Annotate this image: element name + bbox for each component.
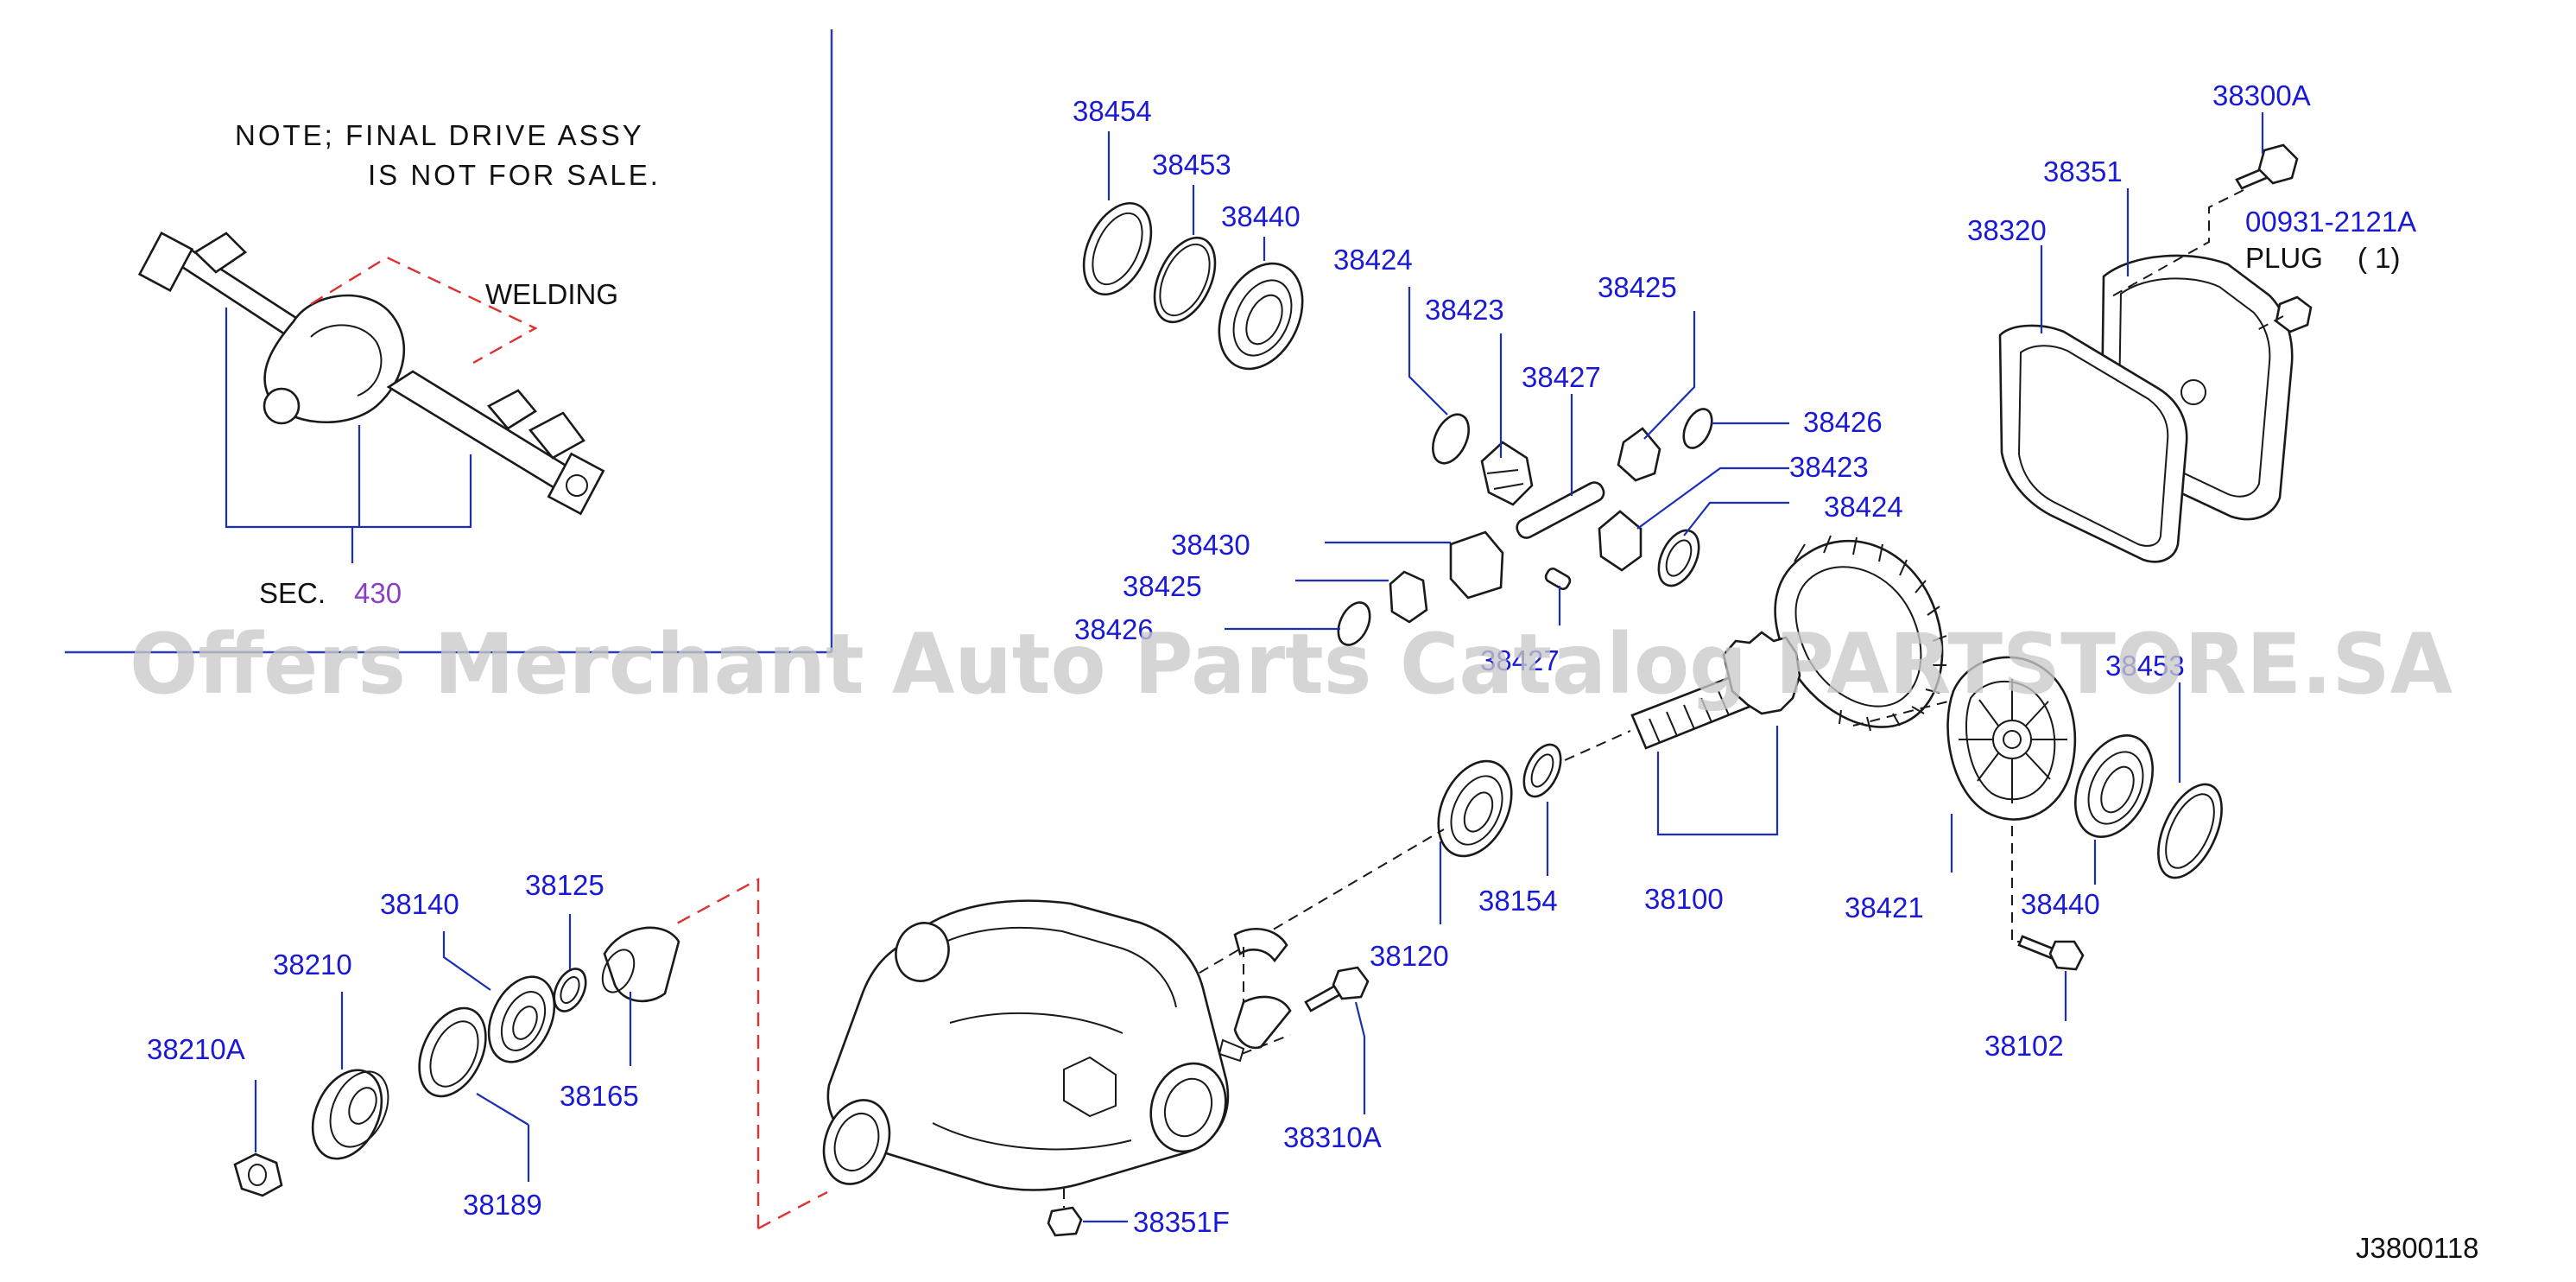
part-label-38189[interactable]: 38189 — [463, 1189, 542, 1221]
drive-pinion-illustration — [1630, 631, 1801, 750]
seal-38189-illustration — [418, 1006, 487, 1098]
seal-38454-illustration — [1082, 201, 1153, 296]
shim-38453-b-illustration — [2157, 783, 2223, 879]
plug-00931-illustration — [2275, 295, 2313, 333]
part-label-38424-b[interactable]: 38424 — [1824, 491, 1903, 523]
part-label-38440[interactable]: 38440 — [1221, 200, 1301, 232]
shim-38453-illustration — [1153, 236, 1217, 324]
cap-dashes — [1241, 947, 1291, 1055]
leader-38423-b — [1636, 466, 1789, 530]
companion-flange-red-dash — [674, 877, 828, 1230]
bearing-38140-illustration — [487, 975, 556, 1063]
part-label-38453[interactable]: 38453 — [1152, 149, 1231, 181]
bearing-38440-b-illustration — [2073, 734, 2155, 838]
part-label-38100[interactable]: 38100 — [1644, 883, 1724, 915]
part-label-38427-b[interactable]: 38427 — [1480, 644, 1560, 676]
bolt-38102-illustration — [2017, 935, 2085, 971]
part-label-38426-b[interactable]: 38426 — [1074, 613, 1154, 645]
part-label-38125[interactable]: 38125 — [525, 869, 604, 901]
part-label-38120[interactable]: 38120 — [1370, 940, 1449, 972]
part-label-38102[interactable]: 38102 — [1984, 1030, 2064, 1062]
diagram-code: J3800118 — [2356, 1232, 2479, 1264]
spacer-38165-illustration — [601, 926, 680, 1003]
part-label-00931-2121A[interactable]: 00931-2121A — [2245, 206, 2416, 238]
part-label-38210[interactable]: 38210 — [273, 949, 352, 981]
part-label-38454[interactable]: 38454 — [1073, 95, 1152, 127]
part-label-38425-b[interactable]: 38425 — [1123, 570, 1202, 602]
bearing-cap-illustration — [1218, 928, 1292, 1063]
part-label-38140[interactable]: 38140 — [380, 888, 459, 920]
cover-dashes-2 — [2253, 315, 2284, 333]
part-label-38430[interactable]: 38430 — [1171, 529, 1250, 561]
leader-38140 — [442, 931, 491, 991]
gasket-38320-illustration — [1998, 324, 2188, 563]
bolt-38310A-illustration — [1304, 966, 1370, 1012]
leader-38424-b — [1683, 501, 1789, 536]
part-label-38154[interactable]: 38154 — [1478, 885, 1558, 917]
part-label-38351F[interactable]: 38351F — [1133, 1206, 1230, 1238]
nut-38210A-illustration — [233, 1152, 283, 1197]
plug-label: PLUG — [2245, 242, 2323, 274]
part-label-38425[interactable]: 38425 — [1598, 271, 1677, 303]
note-line-2: IS NOT FOR SALE. — [368, 159, 661, 191]
section-link-430[interactable]: 430 — [354, 577, 402, 609]
part-label-38440-b[interactable]: 38440 — [2021, 888, 2100, 920]
section-leader — [225, 308, 472, 563]
part-label-38423[interactable]: 38423 — [1425, 294, 1504, 326]
part-label-38423-b[interactable]: 38423 — [1789, 451, 1869, 483]
leader-38425-a — [1643, 311, 1696, 440]
washer-38125-illustration — [553, 968, 587, 1012]
washer-38154-illustration — [1522, 743, 1562, 798]
plug-38351F-illustration — [1047, 1206, 1083, 1237]
differential-gear-set-illustration — [1337, 408, 1713, 646]
cover-dashes — [2110, 189, 2244, 298]
part-label-38424[interactable]: 38424 — [1333, 244, 1413, 276]
leader-38189 — [476, 1093, 530, 1182]
part-label-38300A[interactable]: 38300A — [2212, 79, 2311, 111]
leader-38100 — [1656, 726, 1779, 836]
part-label-38426[interactable]: 38426 — [1803, 406, 1883, 438]
watermark-text: Offers Merchant Auto Parts Catalog PARTS… — [130, 616, 2453, 713]
welding-label: WELDING — [485, 278, 618, 310]
part-label-38165[interactable]: 38165 — [560, 1080, 639, 1112]
part-label-38320[interactable]: 38320 — [1967, 214, 2047, 246]
leader-38310A — [1354, 1001, 1366, 1114]
part-label-38453-b[interactable]: 38453 — [2105, 650, 2185, 682]
leader-38424-a — [1408, 287, 1448, 416]
part-label-38421[interactable]: 38421 — [1845, 892, 1924, 923]
bearing-38120-illustration — [1437, 759, 1513, 858]
diff-case-38421-illustration — [1946, 656, 2077, 821]
bolt-38300A-illustration — [2235, 143, 2299, 190]
part-label-38351[interactable]: 38351 — [2043, 155, 2123, 187]
part-label-38310A[interactable]: 38310A — [1283, 1121, 1382, 1153]
axle-assembly-illustration — [137, 232, 605, 516]
plug-qty: ( 1) — [2358, 242, 2401, 274]
flange-38210-illustration — [311, 1069, 389, 1160]
carrier-housing-illustration — [822, 899, 1230, 1191]
ring-gear-38100-illustration — [1774, 535, 1947, 732]
part-label-38210A[interactable]: 38210A — [147, 1033, 245, 1065]
part-label-38427[interactable]: 38427 — [1522, 361, 1601, 393]
note-line-1: NOTE; FINAL DRIVE ASSY — [235, 119, 644, 151]
bearing-38440-illustration — [1218, 262, 1304, 371]
section-prefix: SEC. — [259, 577, 326, 609]
